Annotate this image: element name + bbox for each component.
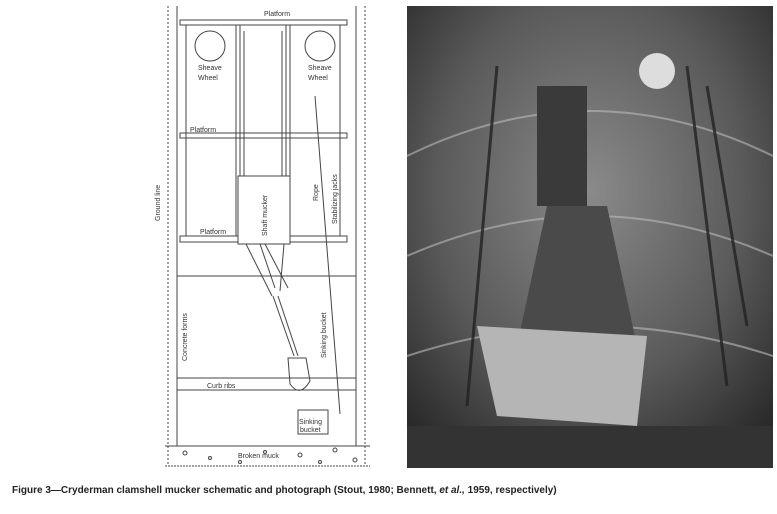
middle-platform bbox=[179, 132, 348, 139]
label-stabilizing-jacks: Stabilizing jacks bbox=[332, 174, 339, 224]
label-sheave-right-1: Sheave bbox=[308, 65, 332, 72]
right-sheave-wheel bbox=[304, 30, 336, 62]
label-shaft-mucker: Shaft mucker bbox=[262, 194, 269, 236]
label-sheave-left-2: Wheel bbox=[198, 75, 218, 82]
label-concrete-forms: Concrete forms bbox=[182, 313, 189, 361]
label-curb-ribs: Curb ribs bbox=[207, 383, 236, 390]
label-sheave-left-1: Sheave bbox=[198, 65, 222, 72]
caption-text: Figure 3—Cryderman clamshell mucker sche… bbox=[12, 485, 440, 496]
label-sinking-bucket-2: bucket bbox=[300, 427, 321, 434]
label-sinking-bucket-1: Sinking bbox=[299, 419, 322, 426]
muck-particles bbox=[182, 447, 358, 464]
label-ground-line: Ground line bbox=[155, 185, 162, 221]
label-broken-muck: Broken muck bbox=[238, 453, 279, 460]
caption-suffix: 1959, respectively) bbox=[464, 485, 557, 496]
caption-etal: et al., bbox=[439, 485, 465, 496]
clamshell-bucket bbox=[287, 357, 311, 391]
shaft-mucker-box bbox=[237, 175, 291, 245]
label-platform-middle: Platform bbox=[190, 127, 216, 134]
clamshell-bucket-photo bbox=[477, 326, 647, 426]
figure-caption: Figure 3—Cryderman clamshell mucker sche… bbox=[12, 485, 557, 496]
label-sheave-right-2: Wheel bbox=[308, 75, 328, 82]
label-sinking-bucket-rope: Sinking bucket bbox=[321, 312, 328, 358]
label-platform-top: Platform bbox=[264, 11, 290, 18]
left-sheave-wheel bbox=[194, 30, 226, 62]
mucker-photograph bbox=[407, 6, 773, 468]
label-rope: Rope bbox=[313, 184, 320, 201]
schematic-diagram: Platform Sheave Wheel Sheave Wheel Platf… bbox=[155, 6, 370, 467]
top-platform bbox=[179, 19, 348, 26]
label-platform-bottom: Platform bbox=[200, 229, 226, 236]
rope bbox=[314, 95, 341, 415]
sinking-bucket bbox=[297, 409, 329, 435]
